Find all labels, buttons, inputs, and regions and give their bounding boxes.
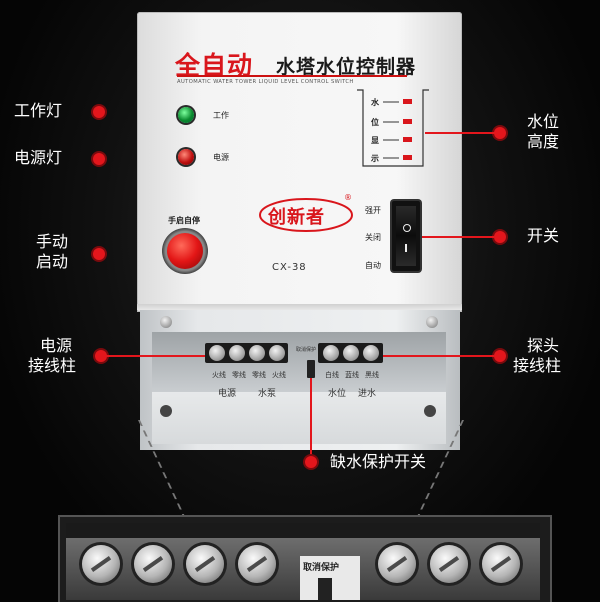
zoom-terminal-screw [134,545,172,583]
gauge-label-4: 示 [371,154,379,163]
terminal-silk: 白线 [325,371,339,379]
zoom-terminal-screw [482,545,520,583]
callout-water-level-1: 水位 [527,112,560,131]
callout-work-light: 工作灯 [14,101,63,120]
power-led-label: 电源 [213,153,229,162]
zoom-terminal-screw [238,545,276,583]
title-black: 水塔水位控制器 [276,56,417,78]
callout-dot [305,456,317,468]
callout-dot [494,127,506,139]
protect-silk: 取消保护 [296,347,317,353]
terminal-group-power: 电源 [218,389,237,399]
callout-power-terminal-1: 电源 [40,336,73,355]
terminal-screw[interactable] [249,345,265,361]
callout-probe-terminal-2: 接线柱 [513,356,562,375]
title-english: AUTOMATIC WATER TOWER LIQUID LEVEL CONTR… [177,79,354,85]
work-led-label: 工作 [213,111,229,120]
terminal-screw[interactable] [323,345,339,361]
brand-name: 创新者 [268,207,325,228]
callout-water-level-2: 高度 [527,132,560,151]
callout-dot [494,350,506,362]
callout-dot [93,106,105,118]
callout-line-water-level [425,132,495,134]
callout-line-probe-terminal [383,355,494,357]
water-protect-switch[interactable] [307,360,315,378]
terminal-silk: 黑线 [365,371,379,379]
zoom-terminal-screw [378,545,416,583]
switch-off-mark-icon [405,244,407,252]
device-seam [137,304,462,310]
zoom-protect-label: 取消保护 [303,563,340,573]
mount-hole-left [160,405,172,417]
model-number: CX-38 [272,262,307,273]
case-screw-right [426,316,438,328]
mode-rocker-switch[interactable] [396,206,416,266]
manual-start-button[interactable] [167,233,203,269]
callout-manual-start-2: 启动 [36,252,69,271]
callout-dot [494,231,506,243]
gauge-label-1: 水 [371,98,379,107]
switch-label-force-on: 强开 [365,206,381,215]
terminal-screw[interactable] [343,345,359,361]
terminal-screw[interactable] [363,345,379,361]
terminal-silk: 蓝线 [345,371,359,379]
case-screw-left [160,316,172,328]
zoom-terminal-screw [430,545,468,583]
zoom-protect-switch [318,578,332,600]
callout-dot [95,350,107,362]
callout-manual-start-1: 手动 [36,232,69,251]
callout-probe-terminal-1: 探头 [527,336,560,355]
switch-label-auto: 自动 [365,261,381,270]
switch-on-mark-icon [403,224,411,232]
callout-switch: 开关 [527,226,560,245]
callout-power-light: 电源灯 [14,148,63,167]
terminal-cavity [152,332,446,392]
brand-logo: 创新者 ® [258,193,354,233]
manual-button-label: 手启自停 [168,216,200,225]
zoom-terminal-strip [66,523,540,538]
zoom-terminal-screw [82,545,120,583]
callout-dot [93,248,105,260]
terminal-group-inlet: 进水 [358,389,377,399]
power-terminal-block [205,343,288,363]
callout-power-terminal-2: 接线柱 [28,356,77,375]
gauge-label-2: 位 [371,118,379,127]
power-led [178,149,194,165]
water-level-gauge: 水 位 显 示 [353,88,431,168]
terminal-group-pump: 水泵 [258,389,277,399]
terminal-group-level: 水位 [328,389,347,399]
zoom-terminal-screw [186,545,224,583]
mount-hole-right [424,405,436,417]
terminal-screw[interactable] [269,345,285,361]
terminal-screw[interactable] [229,345,245,361]
terminal-silk: 零线 [232,371,246,379]
terminal-silk: 零线 [252,371,266,379]
callout-line-water-protect [310,378,312,458]
callout-line-power-terminal [105,355,205,357]
terminal-screw[interactable] [209,345,225,361]
switch-label-off: 关闭 [365,233,381,242]
brand-trademark: ® [344,193,352,202]
terminal-silk: 火线 [272,371,286,379]
terminal-silk: 火线 [212,371,226,379]
callout-water-protect: 缺水保护开关 [330,452,427,471]
title-underline [177,75,407,77]
work-led [178,107,194,123]
gauge-label-3: 显 [371,136,379,145]
callout-line-switch [422,236,494,238]
callout-dot [93,153,105,165]
device-lower-panel [152,392,446,444]
